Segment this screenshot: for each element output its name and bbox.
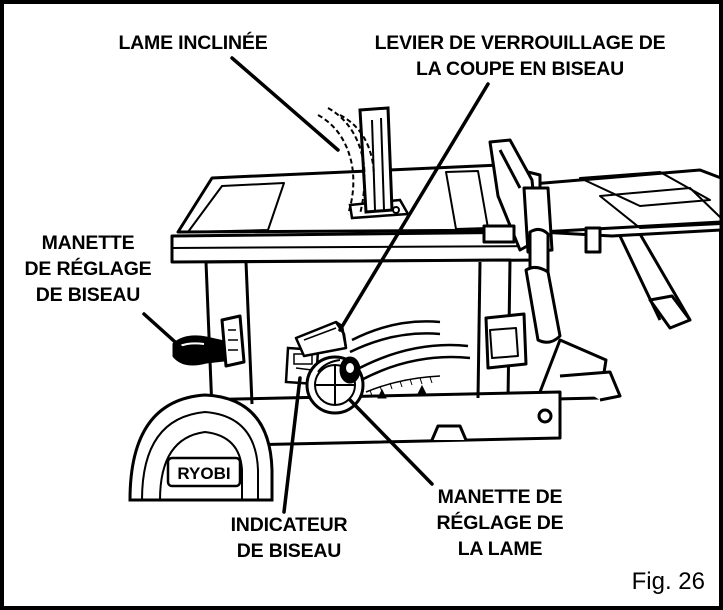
bevel-lock-lever-part bbox=[294, 320, 348, 358]
label-manette-biseau-line2: DE RÉGLAGE bbox=[24, 258, 152, 280]
bevel-adjust-handle-part bbox=[172, 314, 246, 368]
leader-lame-inclinee bbox=[230, 56, 340, 152]
label-manette-lame-line3: LA LAME bbox=[457, 538, 543, 560]
label-lame-inclinee: LAME INCLINÉE bbox=[78, 30, 308, 56]
leader-manette-lame bbox=[348, 398, 434, 486]
wheel bbox=[128, 393, 274, 502]
ryobi-logo: RYOBI bbox=[177, 464, 230, 483]
label-manette-lame-line1: MANETTE DE bbox=[437, 486, 563, 508]
leader-levier bbox=[338, 82, 490, 332]
label-levier-verrouillage: LEVIER DE VERROUILLAGE DE LA COUPE EN BI… bbox=[330, 30, 710, 82]
label-levier-line2: LA COUPE EN BISEAU bbox=[415, 58, 625, 80]
table-top bbox=[170, 163, 547, 264]
bevel-scale bbox=[365, 375, 441, 399]
label-levier-line1: LEVIER DE VERROUILLAGE DE bbox=[374, 32, 666, 54]
label-indicateur-biseau: INDICATEUR DE BISEAU bbox=[196, 512, 382, 564]
label-indicateur-line1: INDICATEUR bbox=[230, 514, 348, 536]
bevel-slots bbox=[349, 320, 471, 386]
label-manette-reglage-biseau: MANETTE DE RÉGLAGE DE BISEAU bbox=[6, 230, 170, 308]
rip-fence bbox=[482, 138, 602, 344]
saw-base bbox=[188, 258, 622, 448]
label-manette-reglage-lame: MANETTE DE RÉGLAGE DE LA LAME bbox=[400, 484, 600, 562]
leader-lines bbox=[142, 56, 490, 514]
label-manette-biseau-line1: MANETTE bbox=[41, 232, 135, 254]
label-indicateur-line2: DE BISEAU bbox=[236, 540, 342, 562]
leader-indicateur bbox=[282, 376, 302, 514]
label-manette-biseau-line3: DE BISEAU bbox=[35, 284, 141, 306]
figure-number: Fig. 26 bbox=[631, 568, 705, 595]
leader-manette-biseau bbox=[142, 312, 186, 352]
label-lame-inclinee-line1: LAME INCLINÉE bbox=[118, 32, 268, 54]
label-manette-lame-line2: RÉGLAGE DE bbox=[436, 512, 564, 534]
extension-table bbox=[518, 168, 723, 330]
